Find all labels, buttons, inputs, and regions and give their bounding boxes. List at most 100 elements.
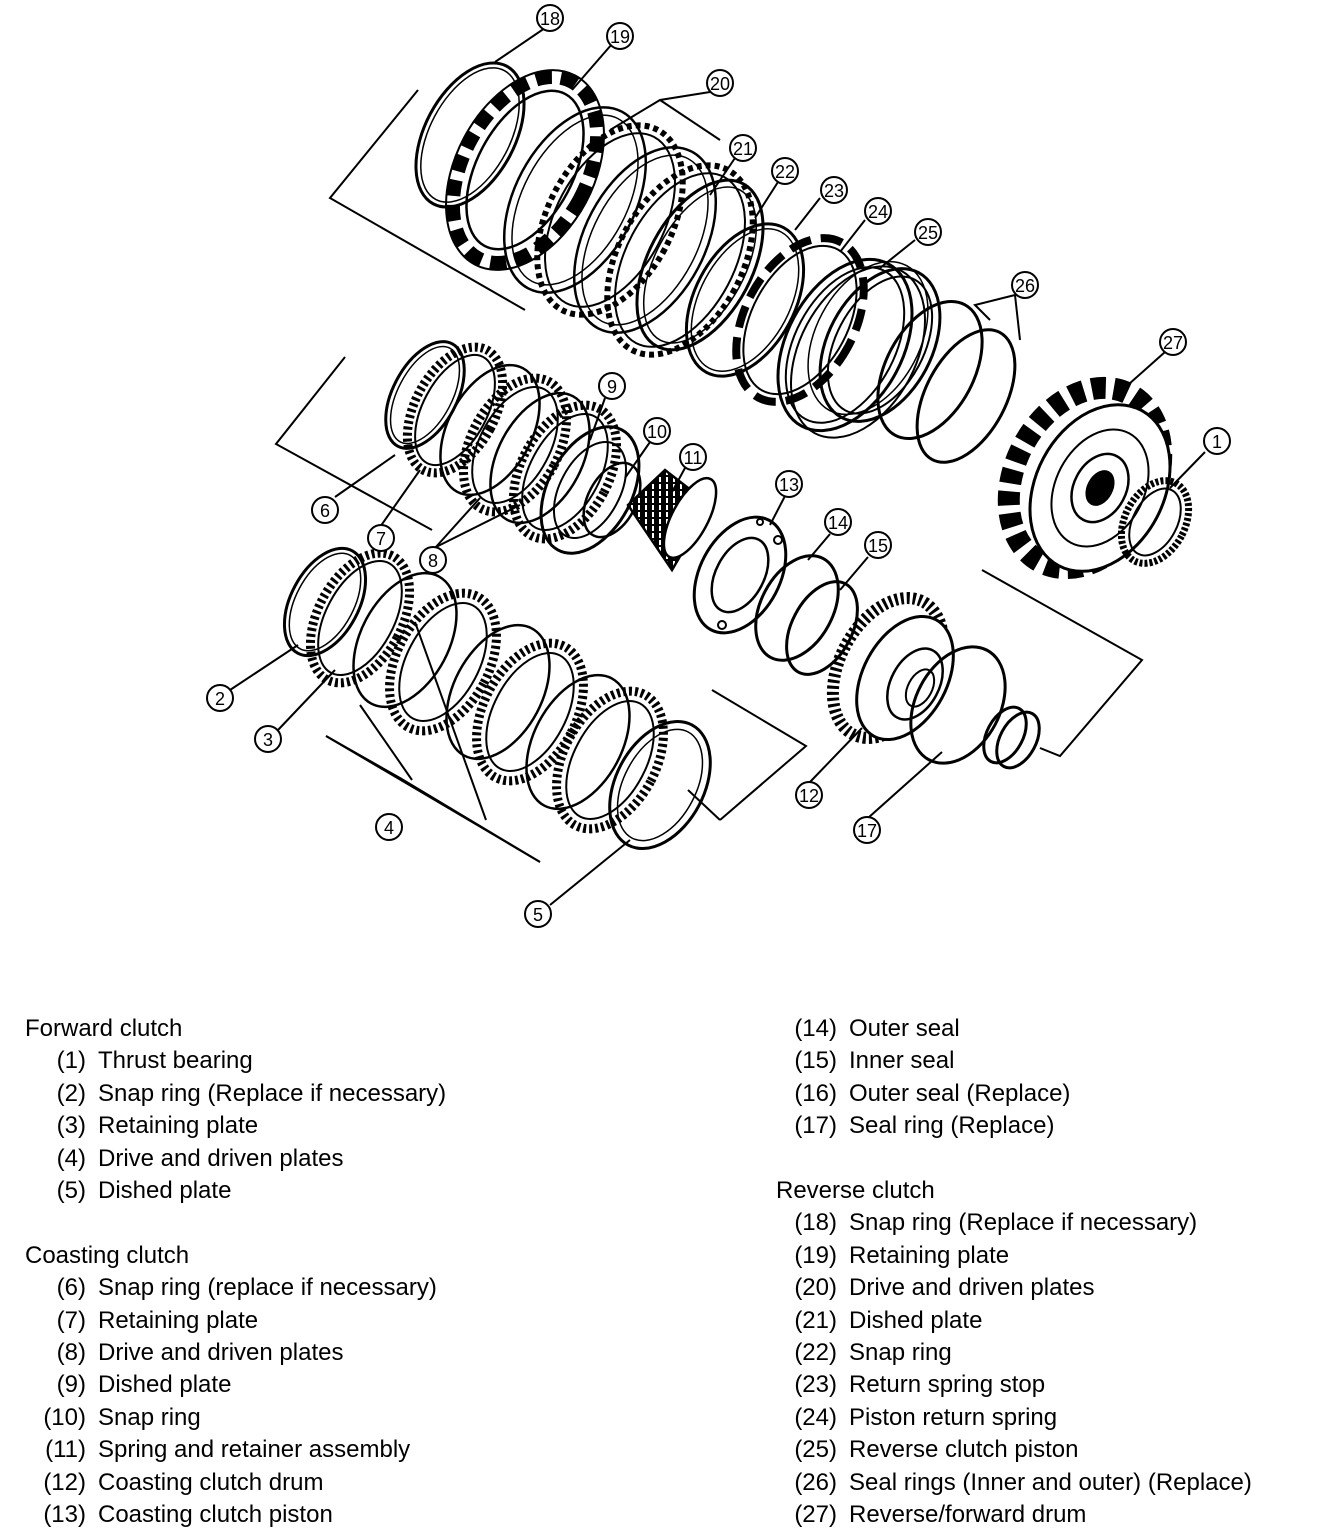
- section-gap: [25, 1207, 705, 1239]
- callout-11: 11: [679, 443, 707, 471]
- callout-2: 2: [206, 684, 234, 712]
- legend-item: (15)Inner seal: [794, 1047, 955, 1075]
- svg-text:12: 12: [799, 786, 819, 806]
- part-17-seal-ring: [982, 705, 1041, 770]
- legend-item: (2)Snap ring (Replace if necessary): [56, 1079, 447, 1107]
- callout-4: 4: [375, 813, 403, 841]
- callout-8: 8: [419, 546, 447, 574]
- part-26-seal-rings: [876, 299, 1017, 464]
- svg-text:15: 15: [868, 536, 888, 556]
- legend-item: (24)Piston return spring: [794, 1403, 1058, 1431]
- svg-text:24: 24: [868, 202, 888, 222]
- part-18-snap-ring: [414, 61, 526, 209]
- part-7-retaining-plate: [402, 342, 508, 478]
- svg-text:26: 26: [1015, 276, 1035, 296]
- legend-item: (26)Seal rings (Inner and outer) (Replac…: [794, 1468, 1252, 1496]
- part-2-snap-ring: [282, 546, 368, 658]
- legend-item: (8)Drive and driven plates: [56, 1339, 344, 1367]
- svg-text:25: 25: [918, 223, 938, 243]
- legend-item: (16)Outer seal (Replace): [794, 1079, 1071, 1107]
- svg-text:13: 13: [779, 475, 799, 495]
- callout-6: 6: [311, 496, 339, 524]
- svg-text:9: 9: [607, 377, 617, 397]
- legend-item: (14)Outer seal: [794, 1015, 960, 1042]
- callout-20: 20: [706, 69, 734, 97]
- svg-text:4: 4: [384, 818, 394, 838]
- forward-clutch-parts: [282, 546, 712, 850]
- callout-12: 12: [795, 781, 823, 809]
- legend-item: (1)Thrust bearing: [56, 1047, 253, 1075]
- legend-item: (22)Snap ring: [794, 1339, 952, 1367]
- legend-left-column: Forward clutch (1)Thrust bearing (2)Snap…: [25, 1013, 705, 1531]
- callout-10: 10: [643, 417, 671, 445]
- callout-25: 25: [914, 218, 942, 246]
- svg-text:2: 2: [215, 689, 225, 709]
- reverse-clutch-parts: [414, 61, 1017, 464]
- part-20-drive-driven-plates: [502, 106, 756, 358]
- svg-text:14: 14: [828, 513, 848, 533]
- svg-text:20: 20: [710, 74, 730, 94]
- legend-item: (10)Snap ring: [43, 1403, 201, 1431]
- svg-text:21: 21: [733, 139, 753, 159]
- svg-text:27: 27: [1163, 333, 1183, 353]
- legend-item: (3)Retaining plate: [56, 1112, 259, 1140]
- legend-item: (5)Dished plate: [56, 1177, 232, 1205]
- legend-item: (20)Drive and driven plates: [794, 1274, 1095, 1302]
- svg-text:6: 6: [320, 501, 330, 521]
- callout-3: 3: [254, 725, 282, 753]
- part-9-dished-plate: [539, 425, 641, 555]
- part-22-snap-ring: [684, 222, 806, 378]
- part-3-retaining-plate: [305, 548, 415, 688]
- callout-1: 1: [1203, 427, 1231, 455]
- svg-text:10: 10: [647, 422, 667, 442]
- exploded-view-diagram: 1 2 3 4 5 6 7 8 9 10 11 12 13 14 15 17 1…: [206, 4, 1231, 928]
- svg-text:19: 19: [610, 27, 630, 47]
- section-title-forward-clutch: Forward clutch: [25, 1015, 183, 1042]
- legend-item: (9)Dished plate: [56, 1371, 232, 1399]
- svg-text:7: 7: [376, 529, 386, 549]
- callout-5: 5: [524, 900, 552, 928]
- callout-17: 17: [853, 816, 881, 844]
- callout-27: 27: [1159, 328, 1187, 356]
- legend-item: (11)Spring and retainer assembly: [45, 1436, 411, 1464]
- svg-text:5: 5: [533, 905, 543, 925]
- section-title-coasting-clutch: Coasting clutch: [25, 1241, 190, 1269]
- legend-item: (25)Reverse clutch piston: [794, 1436, 1079, 1464]
- section-gap: [776, 1143, 1316, 1175]
- svg-text:22: 22: [775, 162, 795, 182]
- legend-item: (12)Coasting clutch drum: [43, 1468, 324, 1496]
- part-13-coasting-clutch-piston: [692, 515, 788, 635]
- part-4-drive-driven-plates: [352, 571, 668, 834]
- legend-item: (19)Retaining plate: [794, 1241, 1010, 1269]
- legend-item: (13)Coasting clutch piston: [43, 1501, 333, 1529]
- svg-text:23: 23: [824, 181, 844, 201]
- callouts: 1 2 3 4 5 6 7 8 9 10 11 12 13 14 15 17 1…: [206, 4, 1231, 928]
- callout-24: 24: [864, 197, 892, 225]
- callout-21: 21: [729, 134, 757, 162]
- part-27-reverse-forward-drum: [997, 376, 1173, 580]
- svg-text:8: 8: [428, 551, 438, 571]
- section-title-reverse-clutch: Reverse clutch: [776, 1177, 935, 1205]
- part-12-coasting-clutch-drum: [826, 592, 955, 744]
- part-11-spring-retainer-assembly: [626, 468, 718, 573]
- legend-item: (27)Reverse/forward drum: [794, 1501, 1087, 1529]
- callout-26: 26: [1011, 271, 1039, 299]
- svg-text:17: 17: [857, 821, 877, 841]
- legend-item: (6)Snap ring (replace if necessary): [56, 1274, 437, 1302]
- svg-text:18: 18: [540, 9, 560, 29]
- svg-text:1: 1: [1212, 432, 1222, 452]
- svg-text:11: 11: [684, 448, 703, 468]
- part-25-reverse-clutch-piston: [807, 260, 942, 423]
- callout-9: 9: [598, 372, 626, 400]
- legend-item: (17)Seal ring (Replace): [794, 1112, 1055, 1140]
- callout-22: 22: [771, 157, 799, 185]
- callout-23: 23: [820, 176, 848, 204]
- legend-right-column: (14)Outer seal (15)Inner seal (16)Outer …: [776, 1013, 1316, 1531]
- callout-15: 15: [864, 531, 892, 559]
- part-23-return-spring-stop: [732, 234, 868, 406]
- svg-text:3: 3: [263, 730, 273, 750]
- callout-7: 7: [367, 524, 395, 552]
- part-5-dished-plate: [608, 720, 712, 850]
- coasting-clutch-parts: [384, 340, 859, 676]
- callout-19: 19: [606, 22, 634, 50]
